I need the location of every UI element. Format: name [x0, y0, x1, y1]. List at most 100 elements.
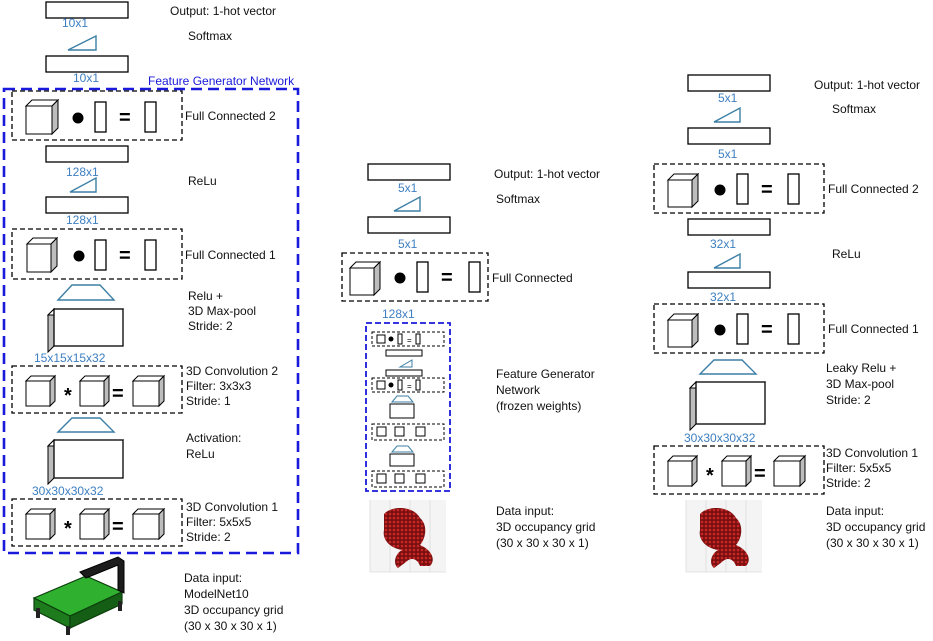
frozen-network-box	[365, 322, 451, 492]
dim-label: 30x30x30x32	[32, 484, 104, 498]
conv1-label-line: 3D Convolution 1	[826, 446, 918, 460]
frozen-label-line: (frozen weights)	[496, 399, 581, 413]
input-cube-icon	[78, 507, 111, 541]
output-cube-icon	[772, 454, 807, 488]
relu-icon	[713, 252, 741, 269]
feature-map-cube-icon	[688, 380, 767, 432]
vector-icon	[736, 313, 749, 345]
relu-label: ReLu	[832, 247, 861, 261]
feature-generator-box	[2, 87, 300, 555]
equals-icon: =	[761, 179, 773, 201]
vector-icon	[94, 101, 107, 133]
vector-icon	[787, 313, 800, 345]
dim-label: 128x1	[66, 165, 99, 179]
dim-label: 30x30x30x32	[684, 431, 756, 445]
dot-product-icon	[394, 272, 406, 284]
pool-label-line: Stride: 2	[188, 319, 233, 333]
softmax-label: Softmax	[496, 192, 540, 206]
vector-icon	[787, 173, 800, 205]
conv2-block	[11, 365, 183, 414]
fc2-label: Full Connected 2	[185, 109, 276, 123]
output-label: Output: 1-hot vector	[170, 4, 276, 18]
vector-icon	[416, 261, 429, 293]
output-vector	[687, 74, 771, 92]
fc-label: Full Connected	[492, 271, 573, 285]
feature-map-cube-icon	[46, 438, 125, 486]
dot-product-icon	[714, 324, 726, 336]
dim-label: 5x1	[398, 237, 418, 251]
conv1-label-line: Stride: 2	[826, 476, 871, 490]
fc2-input-vector	[45, 145, 129, 163]
fc1-label: Full Connected 1	[828, 322, 919, 336]
conv1-block	[653, 445, 825, 495]
kernel-cube-icon	[24, 374, 57, 408]
pool-label-line: 3D Max-pool	[826, 377, 894, 391]
pool-label-line: 3D Max-pool	[188, 304, 256, 318]
frozen-label-line: Network	[496, 383, 541, 397]
convolution-icon: *	[706, 465, 714, 487]
input-label-line: Data input:	[184, 571, 242, 585]
svg-text:=: =	[407, 382, 412, 391]
softmax-label: Softmax	[188, 29, 232, 43]
equals-icon: =	[441, 267, 453, 289]
equals-icon: =	[761, 319, 773, 341]
weight-cube-icon	[666, 312, 700, 349]
output-vector	[45, 1, 129, 19]
weight-cube-icon	[24, 98, 60, 136]
equals-icon: =	[119, 245, 131, 267]
fc1-label: Full Connected 1	[185, 248, 276, 262]
right-network: Output: 1-hot vector 5x1 Softmax 5x1 = F…	[653, 74, 925, 573]
output-label: Output: 1-hot vector	[494, 167, 600, 181]
input-label-line: Data input:	[496, 504, 554, 518]
input-cube-icon	[78, 374, 111, 408]
occupancy-grid-icon	[369, 500, 446, 573]
dim-label: 128x1	[66, 213, 99, 227]
input-label-line: ModelNet10	[184, 587, 249, 601]
weight-cube-icon	[25, 236, 59, 274]
relu-icon	[69, 176, 97, 193]
fc-block	[341, 252, 489, 302]
occupancy-grid-icon	[685, 500, 762, 573]
kernel-cube-icon	[24, 507, 57, 541]
convolution-icon: *	[64, 518, 72, 540]
pool-label-line: Stride: 2	[826, 393, 871, 407]
dim-label: 10x1	[62, 16, 88, 30]
conv1-label-line: 3D Convolution 1	[186, 500, 278, 514]
equals-icon: =	[754, 463, 766, 485]
bed-model-icon	[32, 556, 125, 635]
convolution-icon: *	[64, 385, 72, 407]
fc2-block	[11, 90, 183, 141]
logits-vector	[687, 127, 771, 145]
dim-label: 10x1	[73, 71, 99, 85]
middle-network: Output: 1-hot vector 5x1 Softmax 5x1 = F…	[341, 163, 600, 573]
activation-icon	[56, 417, 116, 433]
vector-icon	[736, 173, 749, 205]
svg-text:=: =	[407, 336, 412, 345]
fc2-input-vector	[687, 218, 771, 236]
output-label: Output: 1-hot vector	[814, 78, 920, 92]
input-label-line: (30 x 30 x 30 x 1)	[496, 536, 589, 550]
dim-label: 15x15x15x32	[34, 351, 106, 365]
conv1-label-line: Filter: 5x5x5	[186, 515, 252, 529]
pooling-icon	[698, 359, 758, 375]
fc2-block	[653, 163, 825, 214]
fc1-block	[653, 303, 825, 354]
dot-product-icon	[73, 250, 85, 262]
vector-icon	[94, 239, 107, 271]
output-vector	[367, 163, 451, 181]
softmax-icon	[393, 195, 421, 212]
conv1-block	[11, 498, 183, 547]
conv1-label-line: Stride: 2	[186, 530, 231, 544]
vector-icon	[144, 101, 157, 133]
input-label-line: 3D occupancy grid	[184, 603, 283, 617]
pool-label-line: Relu +	[188, 289, 223, 303]
dim-label: 32x1	[710, 290, 736, 304]
dot-product-icon	[72, 112, 84, 124]
softmax-icon	[67, 34, 97, 51]
pool-label-line: Leaky Relu +	[826, 361, 896, 375]
conv2-label-line: Filter: 3x3x3	[186, 379, 252, 393]
weight-cube-icon	[348, 260, 382, 297]
input-label-line: 3D occupancy grid	[826, 520, 925, 534]
fc2-label: Full Connected 2	[828, 182, 919, 196]
conv1-label-line: Filter: 5x5x5	[826, 461, 892, 475]
